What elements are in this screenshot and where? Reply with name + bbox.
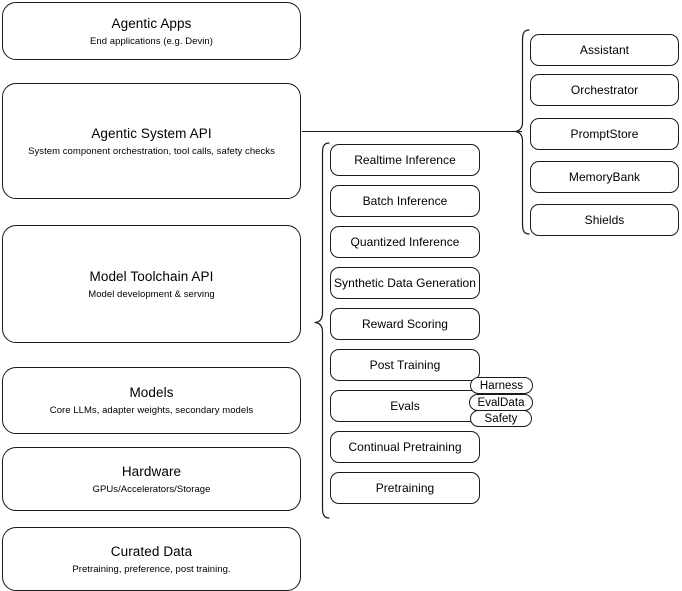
layer-title: Agentic Apps: [111, 15, 192, 31]
toolchain-components-brace: [314, 142, 330, 519]
layer-model-toolchain-api[interactable]: Model Toolchain API Model development & …: [2, 225, 301, 343]
node-label: Assistant: [579, 43, 630, 57]
node-label: Quantized Inference: [350, 235, 460, 249]
toolchain-node-reward-scoring[interactable]: Reward Scoring: [330, 308, 480, 340]
node-label: Pretraining: [375, 481, 435, 495]
node-label: PromptStore: [570, 127, 639, 141]
layer-title: Models: [129, 385, 174, 400]
toolchain-node-evals[interactable]: Evals: [330, 390, 480, 422]
badge-label: EvalData: [477, 396, 525, 409]
layer-hardware[interactable]: Hardware GPUs/Accelerators/Storage: [2, 447, 301, 511]
toolchain-node-continual-pretraining[interactable]: Continual Pretraining: [330, 431, 480, 463]
toolchain-node-synthetic-data-generation[interactable]: Synthetic Data Generation: [330, 267, 480, 299]
layer-title: Model Toolchain API: [89, 268, 214, 284]
layer-subtitle: Pretraining, preference, post training.: [72, 563, 231, 575]
toolchain-node-quantized-inference[interactable]: Quantized Inference: [330, 226, 480, 258]
layer-title: Curated Data: [110, 543, 193, 559]
layer-subtitle: System component orchestration, tool cal…: [28, 145, 275, 157]
evals-badge-evaldata[interactable]: EvalData: [469, 394, 533, 411]
system-node-assistant[interactable]: Assistant: [530, 34, 679, 66]
toolchain-node-realtime-inference[interactable]: Realtime Inference: [330, 144, 480, 176]
evals-badge-harness[interactable]: Harness: [470, 377, 533, 394]
layer-subtitle: Core LLMs, adapter weights, secondary mo…: [49, 405, 254, 416]
layer-subtitle: GPUs/Accelerators/Storage: [92, 483, 211, 495]
system-node-orchestrator[interactable]: Orchestrator: [530, 74, 679, 106]
node-label: Post Training: [369, 358, 441, 372]
node-label: Batch Inference: [362, 194, 448, 208]
evals-badge-safety[interactable]: Safety: [470, 410, 532, 427]
layer-agentic-apps[interactable]: Agentic Apps End applications (e.g. Devi…: [2, 2, 301, 60]
toolchain-node-post-training[interactable]: Post Training: [330, 349, 480, 381]
system-node-memorybank[interactable]: MemoryBank: [530, 161, 679, 193]
toolchain-node-batch-inference[interactable]: Batch Inference: [330, 185, 480, 217]
badge-label: Harness: [479, 379, 524, 392]
toolchain-node-pretraining[interactable]: Pretraining: [330, 472, 480, 504]
node-label: Evals: [390, 399, 420, 413]
node-label: Realtime Inference: [354, 153, 456, 167]
node-label: Reward Scoring: [361, 317, 449, 331]
layer-title: Hardware: [121, 463, 182, 479]
node-label: Synthetic Data Generation: [334, 276, 476, 290]
system-components-brace: [514, 29, 530, 235]
layer-models[interactable]: Models Core LLMs, adapter weights, secon…: [2, 367, 301, 434]
node-label: MemoryBank: [568, 170, 641, 184]
layer-subtitle: Model development & serving: [88, 288, 215, 300]
badge-label: Safety: [484, 412, 518, 425]
node-label: Continual Pretraining: [348, 440, 462, 454]
layer-subtitle: End applications (e.g. Devin): [90, 35, 213, 47]
layer-curated-data[interactable]: Curated Data Pretraining, preference, po…: [2, 527, 301, 591]
layer-title: Agentic System API: [91, 125, 212, 141]
node-label: Orchestrator: [570, 83, 639, 97]
layer-agentic-system-api[interactable]: Agentic System API System component orch…: [2, 83, 301, 199]
system-node-shields[interactable]: Shields: [530, 204, 679, 236]
node-label: Shields: [584, 213, 625, 227]
system-node-promptstore[interactable]: PromptStore: [530, 118, 679, 150]
